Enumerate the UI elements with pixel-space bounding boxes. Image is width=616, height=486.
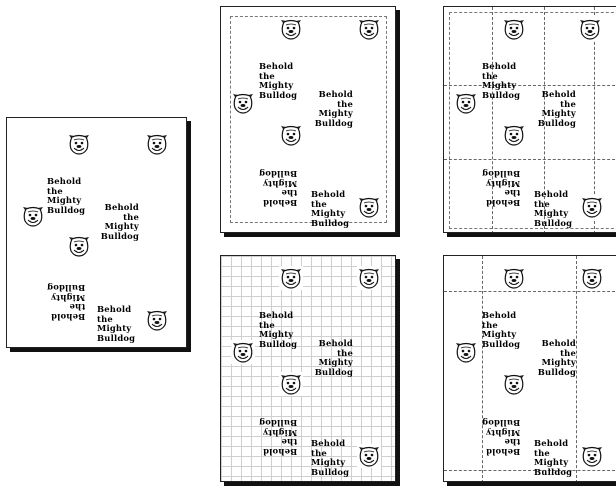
bulldog-icon bbox=[21, 204, 45, 228]
phrase-line-4: Bulldog bbox=[482, 168, 520, 178]
bulldog-icon bbox=[231, 340, 255, 364]
bulldog-icon bbox=[231, 91, 255, 115]
phrase-line-2: the bbox=[482, 187, 520, 197]
column-guide bbox=[576, 256, 577, 482]
bulldog-icon bbox=[357, 444, 381, 468]
phrase-line-3: Mighty bbox=[482, 178, 520, 188]
bulldog-icon bbox=[357, 195, 381, 219]
phrase-line-4: Bulldog bbox=[95, 232, 139, 242]
phrase-line-1: Behold bbox=[259, 446, 297, 456]
phrase-line-3: Mighty bbox=[47, 292, 85, 302]
bulldog-icon bbox=[502, 266, 526, 290]
phrase-line-4: Bulldog bbox=[259, 417, 297, 427]
phrase-line-1: Behold bbox=[482, 446, 520, 456]
bulldog-icon bbox=[67, 234, 91, 258]
phrase-line-4: Bulldog bbox=[259, 91, 297, 101]
bulldog-icon bbox=[279, 266, 303, 290]
phrase-line-1: Behold bbox=[482, 197, 520, 207]
row-guide bbox=[444, 159, 616, 160]
phrase-line-4: Bulldog bbox=[259, 168, 297, 178]
bulldog-icon bbox=[279, 123, 303, 147]
bulldog-icon bbox=[454, 340, 478, 364]
phrase-block: BeholdtheMightyBulldog bbox=[95, 184, 139, 261]
phrase-line-4: Bulldog bbox=[532, 119, 576, 129]
phrase-line-3: Mighty bbox=[482, 427, 520, 437]
phrase-line-2: the bbox=[259, 187, 297, 197]
phrase-line-4: Bulldog bbox=[482, 417, 520, 427]
phrase-line-4: Bulldog bbox=[311, 468, 349, 478]
phrase-line-4: Bulldog bbox=[309, 119, 353, 129]
bulldog-icon bbox=[145, 132, 169, 156]
phrase-line-4: Bulldog bbox=[47, 206, 85, 216]
row-guide bbox=[444, 85, 616, 86]
phrase-line-1: Behold bbox=[259, 197, 297, 207]
phrase-line-4: Bulldog bbox=[97, 334, 135, 344]
phrase-block: BeholdtheMightyBulldog bbox=[309, 71, 353, 148]
bulldog-icon bbox=[580, 266, 604, 290]
phrase-line-4: Bulldog bbox=[532, 368, 576, 378]
phrase-line-4: Bulldog bbox=[259, 340, 297, 350]
bulldog-icon bbox=[279, 17, 303, 41]
phrase-line-2: the bbox=[47, 301, 85, 311]
phrase-line-4: Bulldog bbox=[311, 219, 349, 229]
bulldog-icon bbox=[357, 17, 381, 41]
bulldog-icon bbox=[502, 372, 526, 396]
page-plain: BeholdtheMightyBulldog BeholdtheMightyBu… bbox=[6, 117, 187, 348]
bulldog-icon bbox=[580, 195, 604, 219]
phrase-line-4: Bulldog bbox=[482, 91, 520, 101]
bulldog-icon bbox=[454, 91, 478, 115]
phrase-line-2: the bbox=[259, 436, 297, 446]
row-guide bbox=[444, 470, 616, 471]
phrase-line-3: Mighty bbox=[259, 427, 297, 437]
phrase-line-2: the bbox=[482, 436, 520, 446]
bulldog-icon bbox=[279, 372, 303, 396]
phrase-line-4: Bulldog bbox=[534, 219, 572, 229]
bulldog-icon bbox=[357, 266, 381, 290]
bulldog-icon bbox=[502, 123, 526, 147]
phrase-line-3: Mighty bbox=[259, 178, 297, 188]
phrase-line-4: Bulldog bbox=[47, 282, 85, 292]
phrase-line-4: Bulldog bbox=[534, 468, 572, 478]
bulldog-icon bbox=[502, 17, 526, 41]
bulldog-icon bbox=[580, 444, 604, 468]
bulldog-icon bbox=[578, 17, 602, 41]
row-guide bbox=[444, 291, 616, 292]
phrase-line-4: Bulldog bbox=[309, 368, 353, 378]
bulldog-icon bbox=[67, 132, 91, 156]
phrase-line-4: Bulldog bbox=[482, 340, 520, 350]
bulldog-icon bbox=[145, 308, 169, 332]
phrase-line-1: Behold bbox=[47, 311, 85, 321]
